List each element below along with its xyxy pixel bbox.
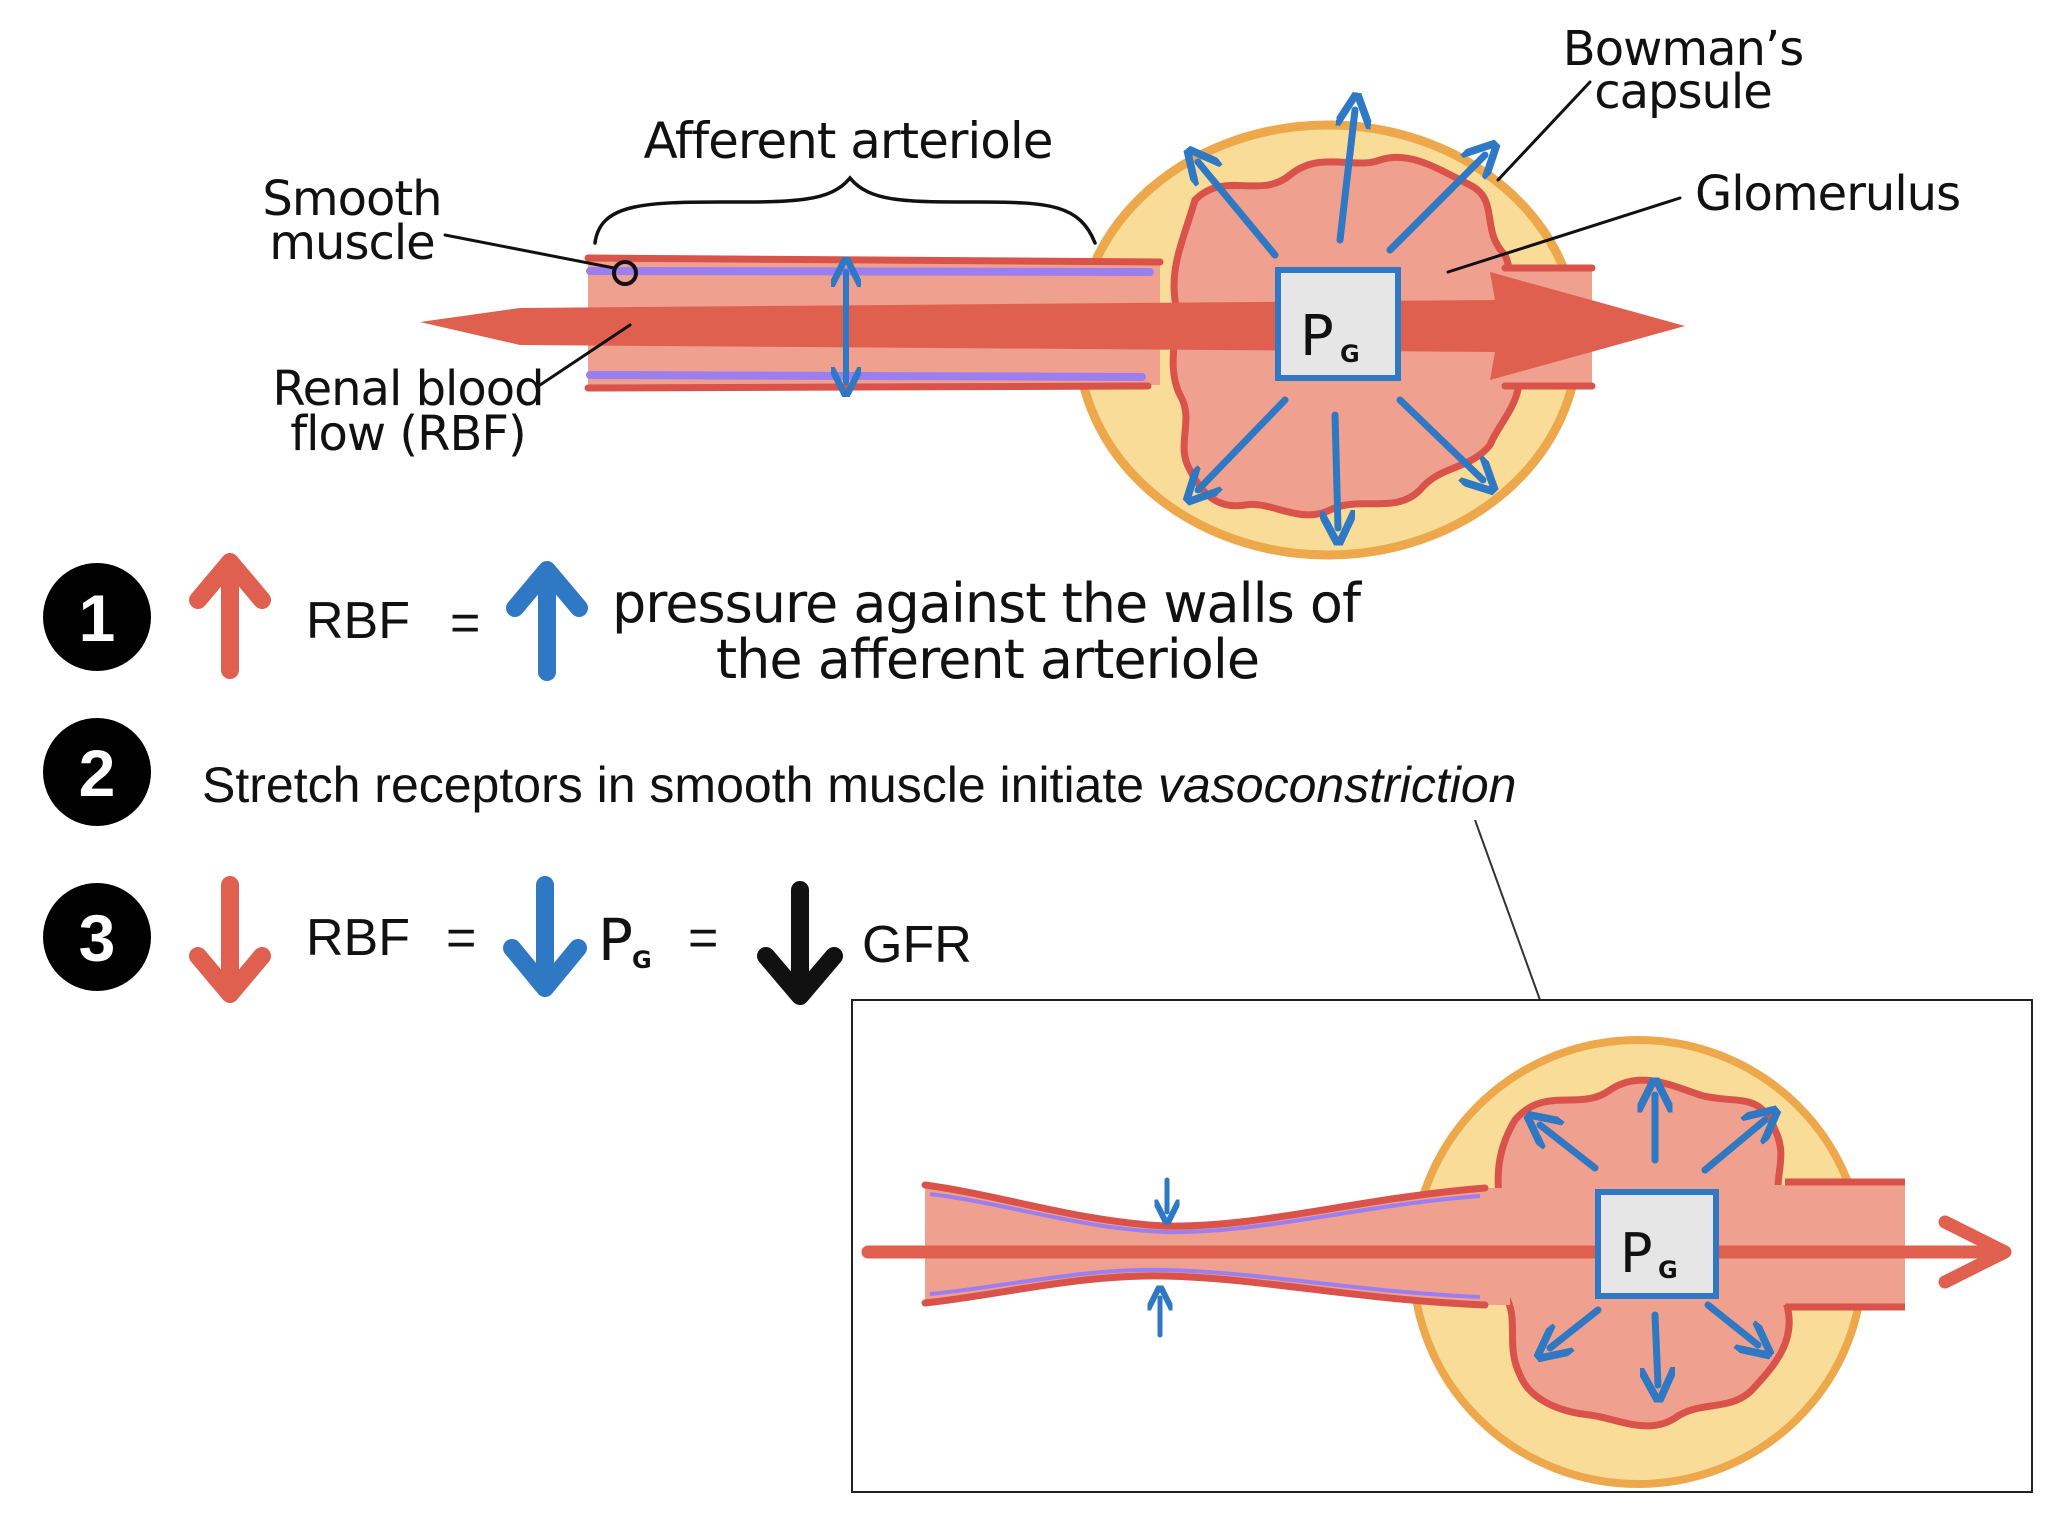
inset-pressure-arrows <box>1540 1095 1765 1385</box>
pressure-arrow-down-left <box>1198 396 1289 490</box>
inset-pressure-arrow-down-left <box>1550 1306 1602 1348</box>
inset-wall-top <box>921 1181 1489 1230</box>
renal-blood-flow-label-line2: flow (RBF) <box>290 406 525 462</box>
vessel-wall-top <box>584 254 1164 266</box>
vessel-wall-bottom <box>584 382 1152 392</box>
afferent-arteriole-label: Afferent arteriole <box>643 112 1052 170</box>
inset-pg-subscript: G <box>1658 1256 1678 1284</box>
smooth-muscle-label-line2: muscle <box>269 215 434 271</box>
leader-lines <box>443 80 1682 387</box>
glomerular-pressure-arrows <box>1198 110 1485 528</box>
inset-pg-letter: P <box>1620 1222 1653 1285</box>
glomerulus-leader <box>1446 196 1682 274</box>
step-1-text-line1: pressure against the walls of <box>612 572 1363 635</box>
bowmans-capsule-label-line2: capsule <box>1594 64 1772 120</box>
step-1-equals: = <box>450 594 480 652</box>
inset-pressure-arrow-up-left <box>1540 1125 1599 1172</box>
renal-blood-flow-label-line1: Renal blood <box>272 361 543 417</box>
afferent-arteriole-bracket <box>593 175 1097 245</box>
step-3-badge <box>43 883 151 991</box>
bowmans-capsule-label-line1: Bowman’s <box>1563 21 1803 77</box>
pressure-arrow-up-left <box>1198 162 1279 259</box>
smooth-muscle-marker <box>612 260 638 286</box>
callout-connector-line <box>1474 819 1541 1001</box>
step-3-equals-2: = <box>688 909 718 967</box>
smooth-muscle-label-line1: Smooth <box>262 171 441 227</box>
inset-smooth-muscle-top <box>929 1192 1481 1235</box>
step-3-number: 3 <box>79 901 116 975</box>
smooth-muscle-top <box>586 267 1154 276</box>
step-1-text-line2: the afferent arteriole <box>716 628 1259 691</box>
step-1-rbf: RBF <box>306 592 410 650</box>
step-2-text-main: Stretch receptors in smooth muscle initi… <box>202 757 1158 813</box>
step-1-rbf-up-arrow <box>189 553 271 679</box>
inset-pressure-arrow-down-right <box>1704 1301 1758 1345</box>
step-1-pressure-up-arrow <box>506 561 588 681</box>
inset-blood-flow-arrowhead <box>1938 1215 2012 1289</box>
pressure-arrow-up-right <box>1386 155 1485 254</box>
pg-letter: P <box>1300 304 1334 369</box>
step-3-pg-subscript: G <box>632 946 652 974</box>
step-3: 3 RBF = P G = GFR <box>43 876 972 1005</box>
top-diagram: P G Afferent arteriole Smooth muscle Ren… <box>262 21 1961 560</box>
inset-pressure-arrow-up-right <box>1701 1120 1765 1174</box>
step-1: 1 RBF = pressure against the walls of th… <box>43 553 1364 691</box>
step-3-rbf-down-arrow <box>189 876 271 1003</box>
bowmans-capsule-leader <box>1496 80 1592 182</box>
renal-blood-flow-leader <box>538 323 632 387</box>
smooth-muscle-leader <box>443 233 616 270</box>
glomerular-pressure-box <box>1275 267 1401 381</box>
step-2-text-italic: vasoconstriction <box>1158 757 1517 813</box>
step-1-number: 1 <box>79 581 116 655</box>
step-3-pg-letter: P <box>598 906 633 974</box>
pg-subscript: G <box>1340 340 1360 368</box>
inset-glomerular-pressure-box <box>1595 1189 1719 1299</box>
step-3-gfr-down-arrow <box>757 881 843 1005</box>
renal-blood-flow-arrow <box>420 272 1685 380</box>
step-3-pg-down-arrow <box>503 876 587 997</box>
glomerulus-label: Glomerulus <box>1695 166 1960 222</box>
step-3-equals-1: = <box>446 909 476 967</box>
step-2-number: 2 <box>79 736 116 810</box>
step-2-badge <box>43 718 151 826</box>
pressure-arrow-down <box>1335 411 1338 528</box>
step-3-gfr: GFR <box>862 916 972 974</box>
step-3-rbf: RBF <box>306 909 410 967</box>
inset-efferent-vessel <box>1770 1185 1905 1305</box>
inset-wall-bottom <box>921 1272 1489 1309</box>
pressure-arrow-down-right <box>1396 396 1483 480</box>
inset-smooth-muscle-bottom <box>929 1267 1481 1299</box>
pressure-arrow-up <box>1340 110 1355 244</box>
vasoconstriction-inset: P G <box>851 999 2033 1493</box>
smooth-muscle-bottom <box>586 371 1146 381</box>
step-1-badge <box>43 563 151 671</box>
step-2-text: Stretch receptors in smooth muscle initi… <box>202 757 1516 813</box>
inset-pressure-arrow-down <box>1655 1311 1658 1385</box>
step-2: 2 Stretch receptors in smooth muscle ini… <box>43 718 1516 826</box>
